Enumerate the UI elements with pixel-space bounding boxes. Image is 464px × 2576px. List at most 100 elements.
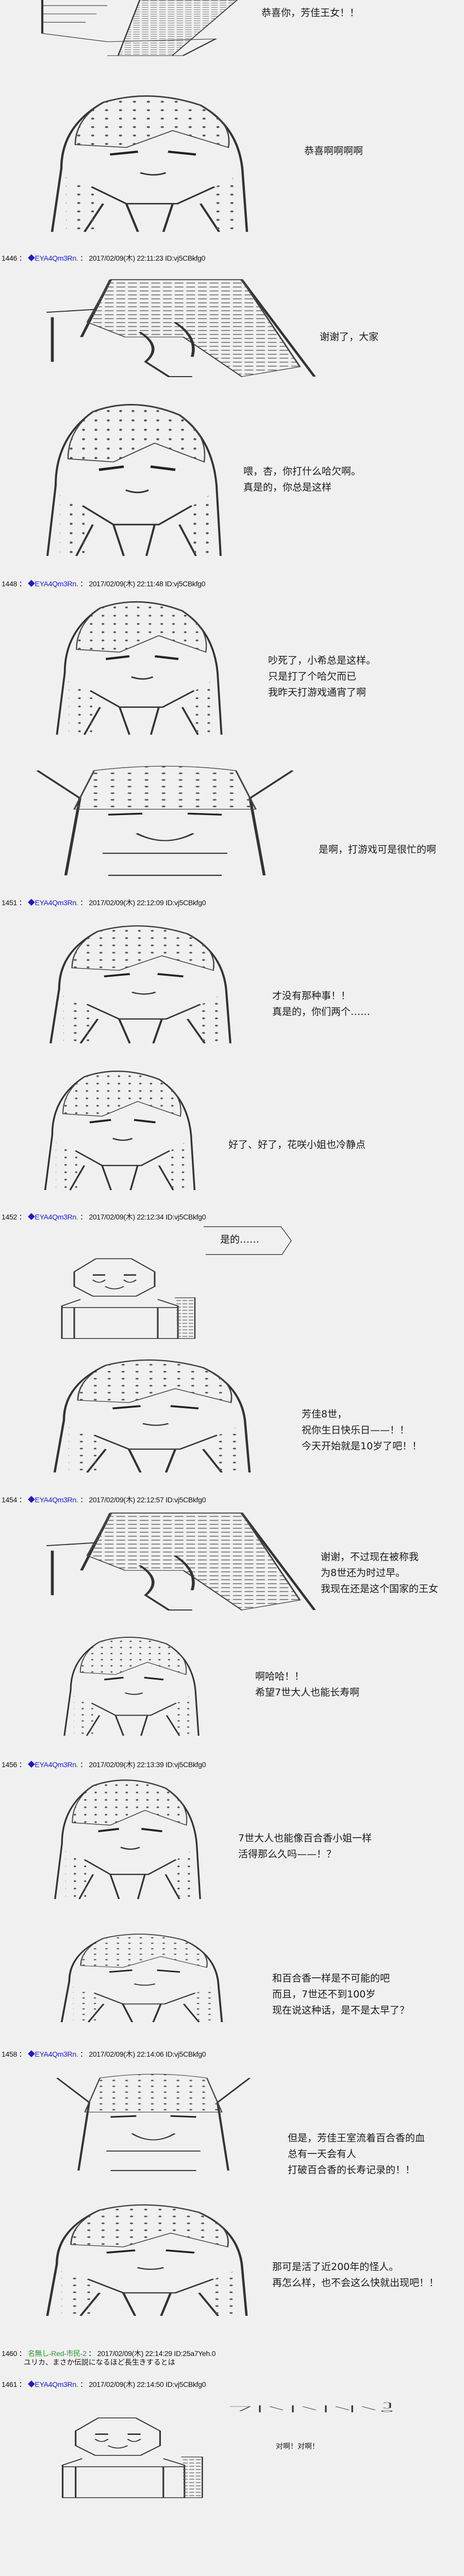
- art-drawing: [51, 95, 248, 232]
- dialogue-line: 才没有那种事！！: [272, 990, 351, 1002]
- dialogue: 但是，芳佳王室流着百合香的血 总有一天会有人 打破百合香的长寿记录的！！: [288, 2130, 425, 2178]
- dialogue: 和百合香一样是不可能的吧 而且，7世还不到100岁 现在说这种话，是不是太早了？: [272, 1971, 409, 2019]
- separator: ：: [19, 899, 26, 907]
- ascii-art-girl: [52, 1634, 211, 1736]
- separator: ：: [19, 1213, 26, 1221]
- dialogue-line: 活得那么久吗——！？: [238, 1849, 337, 1860]
- separator: ：: [80, 580, 87, 588]
- dialogue-line: 芳佳8世，: [302, 1409, 347, 1420]
- art-drawing: [36, 766, 294, 876]
- ascii-art-hair-top: [21, 0, 238, 56]
- ascii-art-girl: [34, 922, 247, 1044]
- ascii-art-girl: [36, 1356, 268, 1473]
- post-header: 1460 ： 名無し-Red-市民-2 ： 2017/02/09(木) 22:1…: [2, 2349, 216, 2358]
- poster-id[interactable]: ID:vj5CBkfg0: [165, 899, 206, 907]
- separator: ：: [80, 1760, 87, 1769]
- dialogue-line: 打破百合香的长寿记录的！！: [288, 2164, 416, 2176]
- post-number[interactable]: 1461: [2, 2380, 17, 2388]
- post-number[interactable]: 1446: [2, 254, 17, 262]
- post-number[interactable]: 1454: [2, 1496, 17, 1504]
- separator: ：: [80, 2380, 87, 2388]
- art-drawing: [53, 1359, 251, 1473]
- post-date: 2017/02/09(木) 22:12:09: [89, 899, 164, 907]
- separator: ：: [80, 1213, 87, 1221]
- dialogue: 恭喜啊啊啊啊: [304, 143, 363, 159]
- dialogue-line: 但是，芳佳王室流着百合香的血: [288, 2132, 425, 2144]
- dialogue: 谢谢了，大家: [320, 329, 378, 345]
- ascii-art-robot-at-desk: [46, 2416, 209, 2498]
- dialogue-line: 只是打了个哈欠而已: [268, 671, 357, 682]
- dialogue-line: 和百合香一样是不可能的吧: [272, 1973, 390, 1984]
- poster-name[interactable]: ◆EYA4Qm3Rn.: [27, 1213, 78, 1221]
- poster-name[interactable]: ◆EYA4Qm3Rn.: [27, 1496, 78, 1504]
- dialogue-line: 好了、好了，花咲小姐也冷静点: [228, 1139, 366, 1150]
- post-number[interactable]: 1451: [2, 899, 17, 907]
- post-header: 1452 ： ◆EYA4Qm3Rn. ： 2017/02/09(木) 22:12…: [2, 1213, 206, 1221]
- dialogue-line: 我现在还是这个国家的王女: [321, 1583, 439, 1595]
- art-drawing: [44, 1071, 196, 1191]
- ascii-art-girl: [46, 1931, 237, 2023]
- post-number[interactable]: 1456: [2, 1760, 17, 1769]
- separator: ：: [19, 254, 26, 262]
- post-number[interactable]: 1448: [2, 580, 17, 588]
- poster-id[interactable]: ID:vj5CBkfg0: [165, 1496, 206, 1504]
- dialogue-line: 现在说这种话，是不是太早了？: [272, 2005, 410, 2016]
- art-drawing: [63, 1636, 200, 1736]
- art-drawing: [54, 1780, 201, 1900]
- separator: ：: [80, 254, 87, 262]
- art-drawing: [61, 1258, 196, 1339]
- ascii-art-hooded-girl: [23, 278, 316, 377]
- poster-name[interactable]: ◆EYA4Qm3Rn.: [27, 899, 78, 907]
- post-header: 1458 ： ◆EYA4Qm3Rn. ： 2017/02/09(木) 22:14…: [2, 2050, 206, 2058]
- poster-name[interactable]: ◆EYA4Qm3Rn.: [27, 254, 78, 262]
- poster-id[interactable]: ID:vj5CBkfg0: [165, 2050, 206, 2058]
- ascii-art-yatta-lettering: [227, 2402, 393, 2425]
- post-header: 1456 ： ◆EYA4Qm3Rn. ： 2017/02/09(木) 22:13…: [2, 1760, 206, 1769]
- ascii-art-girl: [34, 91, 266, 232]
- poster-id[interactable]: ID:vj5CBkfg0: [165, 580, 206, 588]
- art-drawing: [49, 925, 231, 1044]
- poster-id[interactable]: ID:vj5CBkfg0: [165, 1213, 206, 1221]
- ascii-art-girl-cheering: [41, 1776, 214, 1900]
- poster-name[interactable]: ◆EYA4Qm3Rn.: [27, 2380, 78, 2388]
- ascii-art-girl: [31, 1067, 209, 1191]
- post-number[interactable]: 1458: [2, 2050, 17, 2058]
- dialogue-line: 恭喜啊啊啊啊: [304, 145, 363, 157]
- post-date: 2017/02/09(木) 22:11:23: [89, 254, 163, 262]
- post-number[interactable]: 1452: [2, 1213, 17, 1221]
- separator: ：: [80, 1496, 87, 1504]
- separator: ：: [80, 2050, 87, 2058]
- dialogue-line: 恭喜你，芳佳王女！！: [261, 7, 360, 19]
- post-date: 2017/02/09(木) 22:12:34: [89, 1213, 164, 1221]
- poster-id[interactable]: ID:vj5CBkfg0: [165, 1760, 206, 1769]
- poster-name[interactable]: ◆EYA4Qm3Rn.: [27, 2050, 78, 2058]
- art-drawing: [41, 0, 238, 56]
- poster-name[interactable]: 名無し-Red-市民-2: [27, 2349, 87, 2358]
- dialogue: 啊哈哈！！ 希望7世大人也能长寿啊: [255, 1669, 359, 1701]
- dialogue-line: 希望7世大人也能长寿啊: [255, 1687, 360, 1698]
- speech-box-text: 是的……: [220, 1234, 260, 1245]
- speech-box: 是的……: [204, 1226, 294, 1255]
- post-number[interactable]: 1460: [2, 2349, 17, 2358]
- dialogue-line: 7世大人也能像百合香小姐一样: [238, 1833, 372, 1844]
- dialogue: 才没有那种事！！ 真是的，你们两个……: [272, 988, 370, 1020]
- poster-name[interactable]: ◆EYA4Qm3Rn.: [27, 1760, 78, 1769]
- ascii-art-girl-with-dog: [28, 2201, 266, 2316]
- dialogue: 好了、好了，花咲小姐也冷静点: [228, 1137, 366, 1153]
- dialogue: 那可是活了近200年的怪人。 再怎么样，也不会这么快就出现吧！！: [272, 2259, 439, 2291]
- post-date: 2017/02/09(木) 22:14:06: [89, 2050, 164, 2058]
- dialogue-line: 吵死了，小希总是这样。: [268, 655, 376, 666]
- poster-name[interactable]: ◆EYA4Qm3Rn.: [27, 580, 78, 588]
- poster-id[interactable]: ID:25a7Yeh.0: [174, 2349, 216, 2358]
- separator: ：: [88, 2349, 95, 2358]
- post-header: 1448 ： ◆EYA4Qm3Rn. ： 2017/02/09(木) 22:11…: [2, 580, 205, 588]
- dialogue: 恭喜你，芳佳王女！！: [261, 5, 359, 21]
- separator: ：: [19, 2349, 26, 2358]
- ascii-art-girl: [31, 399, 237, 556]
- dialogue: 7世大人也能像百合香小姐一样 活得那么久吗——！？: [238, 1831, 372, 1862]
- dialogue-line: 真是的，你总是这样: [243, 482, 332, 493]
- poster-id[interactable]: ID:vj5CBkfg0: [165, 254, 206, 262]
- dialogue-line: 再怎么样，也不会这么快就出现吧！！: [272, 2277, 439, 2289]
- ascii-art-girl-blushing: [46, 2073, 260, 2171]
- poster-id[interactable]: ID:vj5CBkfg0: [165, 2380, 206, 2388]
